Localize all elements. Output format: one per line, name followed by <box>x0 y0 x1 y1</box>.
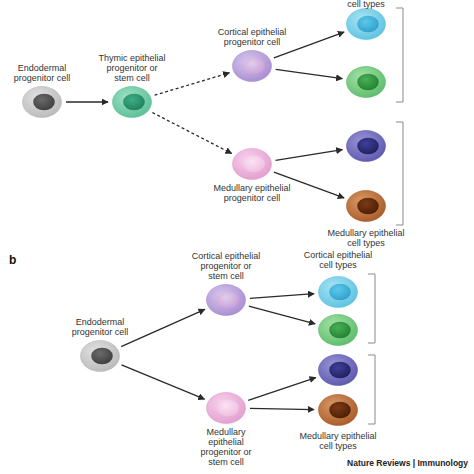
cell-node: Thymic epithelial progenitor or stem cel… <box>112 86 152 118</box>
lineage-arrow <box>249 306 315 324</box>
group-bracket <box>368 274 375 343</box>
cell-label: Endodermal progenitor cell <box>65 317 135 337</box>
journal-credit: Nature Reviews | Immunology <box>300 458 468 468</box>
cell-node <box>346 8 386 40</box>
cell-label: Thymic epithelial progenitor or stem cel… <box>96 53 168 83</box>
cell-node <box>318 354 358 386</box>
cell-label: Cortical epithelial progenitor cell <box>213 27 291 47</box>
lineage-arrow <box>66 101 108 102</box>
cell-shape <box>318 276 358 308</box>
lineage-arrow <box>152 113 231 154</box>
group-bracket <box>368 355 375 424</box>
cell-node: Cortical epithelial progenitor cell <box>232 50 272 82</box>
cell-shape <box>206 392 246 424</box>
cell-node <box>318 276 358 308</box>
cell-node: Medullary epithelial progenitor or stem … <box>206 392 246 424</box>
group-label: Medullary epithelial cell types <box>296 431 380 451</box>
cell-node: Cortical epithelial progenitor or stem c… <box>206 284 246 316</box>
cell-node <box>318 314 358 346</box>
group-bracket <box>396 8 403 102</box>
group-label: Medullary epithelial cell types <box>322 228 410 248</box>
lineage-arrow <box>276 150 343 161</box>
lineage-arrow <box>274 172 344 198</box>
lineage-arrow <box>250 294 314 299</box>
cell-shape <box>232 148 272 180</box>
cell-label: Medullary epithelial progenitor cell <box>212 183 292 203</box>
cell-shape <box>346 130 386 162</box>
cell-shape <box>346 66 386 98</box>
cell-shape <box>80 340 120 372</box>
lineage-arrow <box>274 32 344 58</box>
cell-node <box>346 130 386 162</box>
group-bracket <box>396 122 403 225</box>
cell-label: Cortical epithelial progenitor or stem c… <box>190 251 262 281</box>
panel-letter: b <box>9 254 29 267</box>
cell-shape <box>206 284 246 316</box>
lineage-arrow <box>121 365 204 399</box>
cell-shape <box>346 190 386 222</box>
group-label: Cortical epithelial cell types <box>296 250 380 270</box>
cell-shape <box>112 86 152 118</box>
group-label: cell types <box>325 0 407 9</box>
lineage-arrow <box>248 378 316 401</box>
cell-shape <box>318 314 358 346</box>
cell-shape <box>318 354 358 386</box>
lineage-arrow <box>155 73 230 95</box>
cell-shape <box>318 394 358 426</box>
cell-node <box>318 394 358 426</box>
cell-shape <box>232 50 272 82</box>
lineage-arrow <box>250 408 314 409</box>
cell-shape <box>22 86 62 118</box>
lineage-arrow <box>121 309 205 346</box>
cell-node: Endodermal progenitor cell <box>22 86 62 118</box>
cell-node: Medullary epithelial progenitor cell <box>232 148 272 180</box>
cell-node: Endodermal progenitor cell <box>80 340 120 372</box>
cell-node <box>346 190 386 222</box>
cell-node <box>346 66 386 98</box>
cell-label: Medullary epithelial progenitor or stem … <box>190 427 262 467</box>
cell-shape <box>346 8 386 40</box>
cell-label: Endodermal progenitor cell <box>7 63 77 83</box>
lineage-arrow <box>276 69 343 78</box>
